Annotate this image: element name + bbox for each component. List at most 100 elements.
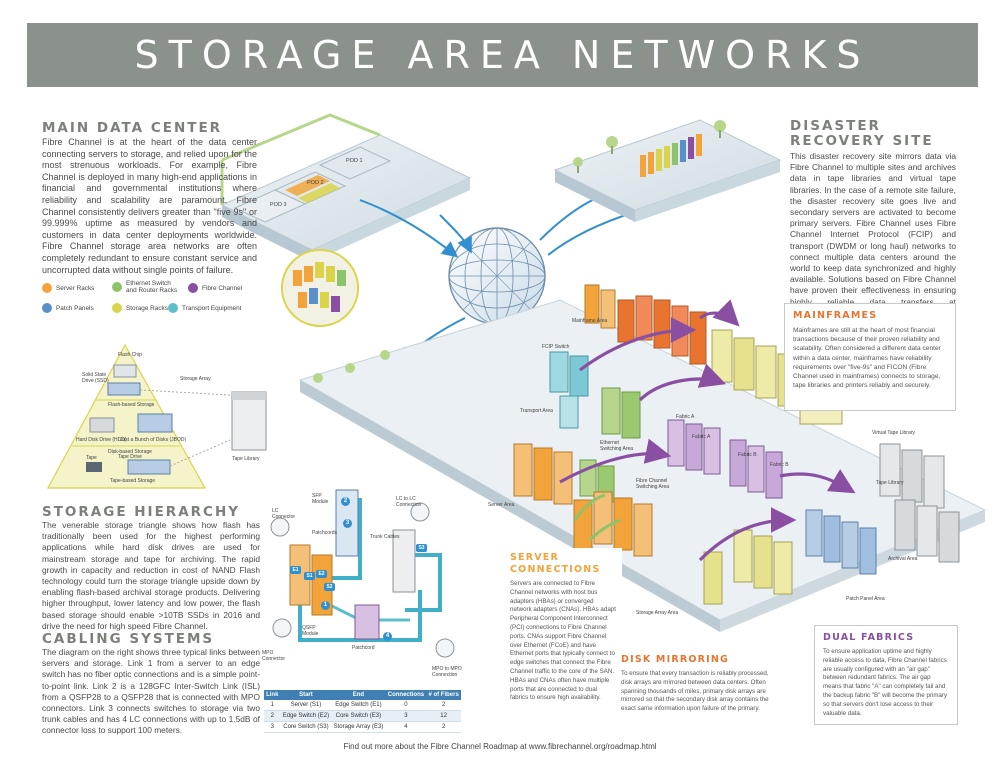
- heading-line: SERVER: [510, 552, 560, 563]
- tape-library-racks: [879, 443, 960, 563]
- patch-panel-racks: [805, 509, 877, 575]
- legend-label: Storage Racks: [126, 304, 168, 312]
- fabric-switch-racks: [667, 419, 783, 499]
- cabling-label: LC Connector: [272, 508, 296, 520]
- legend-swatch: [112, 303, 122, 313]
- main-data-center-floor: [220, 113, 472, 262]
- disk-mirroring-heading: DISK MIRRORING: [621, 654, 730, 665]
- heading-line: DISASTER: [790, 118, 881, 134]
- dual-fabrics-body: To ensure application uptime and highly …: [823, 648, 948, 717]
- scene-label: Ethernet Switching Area: [600, 440, 634, 452]
- cabling-label: Patchcords: [312, 530, 338, 536]
- server-racks-orange: [513, 443, 653, 557]
- pyramid-label: Flash-based Storage: [108, 402, 155, 408]
- scene-label: Transport Area: [520, 408, 553, 414]
- switch-marker: S2: [324, 583, 335, 591]
- pyramid-label: Tape Drive: [118, 454, 142, 460]
- table-row: 1 Server (S1) Edge Switch (E1) 0 2: [264, 700, 461, 711]
- footer-text: Find out more about the Fibre Channel Ro…: [343, 742, 657, 751]
- table-cell: Core Switch (S3): [280, 721, 332, 733]
- legend-label: Transport Equipment: [182, 304, 242, 312]
- pyramid-label: Just a Bunch of Disks (JBOD): [120, 437, 187, 443]
- switch-marker: E1: [290, 566, 301, 574]
- scene-label: Storage Array Area: [636, 610, 679, 616]
- scene-label: Server Area: [488, 502, 515, 508]
- scene-label: Fabric B: [770, 462, 789, 468]
- disaster-recovery-body: This disaster recovery site mirrors data…: [790, 151, 956, 318]
- table-row: 2 Edge Switch (E2) Core Switch (E3) 3 12: [264, 710, 461, 722]
- legend-label: Server Racks: [56, 284, 95, 292]
- cabling-label: Patchcord: [352, 645, 375, 651]
- disk-mirroring-callout: DISK MIRRORING To ensure that every tran…: [615, 652, 783, 730]
- scene-label: FCIP Switch: [542, 344, 570, 350]
- table-cell: 3: [385, 710, 427, 722]
- table-row: 3 Core Switch (S3) Storage Array (E3) 4 …: [264, 721, 461, 733]
- legend-swatch: [42, 283, 52, 293]
- pyramid-label: Disk-based Storage: [108, 449, 152, 455]
- table-cell: 12: [426, 710, 461, 722]
- table-cell: Edge Switch (E1): [331, 700, 386, 711]
- switch-marker: S3: [416, 544, 427, 552]
- mainframes-body: Mainframes are still at the heart of mos…: [793, 327, 941, 390]
- scene-label: Fabric A: [676, 414, 695, 420]
- storage-hierarchy-heading: STORAGE HIERARCHY: [42, 504, 241, 520]
- link-table-header-row: Link Start End Connections # of Fibers: [264, 690, 461, 700]
- disaster-recovery-heading: DISASTER RECOVERY SITE: [790, 119, 934, 149]
- legend-item: Ethernet Switch and Router Racks: [112, 280, 182, 294]
- cabling-label: MPO to MPO Connection: [432, 666, 462, 678]
- cabling-label: MPO Connector: [262, 650, 286, 662]
- table-cell: 2: [426, 721, 461, 733]
- dual-fabrics-heading: DUAL FABRICS: [823, 632, 915, 643]
- server-connection-arrows: [573, 493, 621, 542]
- page-title: STORAGE AREA NETWORKS: [134, 33, 871, 77]
- table-cell: 1: [264, 700, 281, 711]
- heading-line: RECOVERY SITE: [790, 133, 934, 149]
- table-cell: 4: [385, 721, 427, 733]
- legend-swatch: [168, 303, 178, 313]
- storage-hierarchy-body: The venerable storage triangle shows how…: [42, 520, 260, 631]
- server-connections-body: Servers are connected to Fibre Channel n…: [510, 580, 616, 702]
- main-data-center-heading: MAIN DATA CENTER: [42, 120, 223, 136]
- disk-mirroring-body: To ensure that every transaction is reli…: [621, 670, 769, 713]
- rack-zoom-circle: [281, 249, 359, 327]
- scene-label: Archival Area: [888, 556, 918, 562]
- storage-array-area-racks: [703, 529, 793, 605]
- legend-item: Fibre Channel: [188, 283, 242, 293]
- pod-label: POD 1: [346, 158, 363, 164]
- legend-item: Patch Panels: [42, 303, 94, 313]
- legend-item: Storage Racks: [112, 303, 168, 313]
- fibre-channel-arrows: [559, 299, 856, 562]
- pod-label: POD 2: [307, 180, 324, 186]
- pyramid-label: Storage Array: [180, 376, 211, 382]
- cabling-diagram: [270, 489, 455, 658]
- link-marker: 1: [321, 601, 330, 610]
- table-header: # of Fibers: [426, 690, 461, 700]
- mainframes-heading: MAINFRAMES: [793, 310, 878, 321]
- dual-fabrics-callout: DUAL FABRICS To ensure application uptim…: [814, 625, 958, 725]
- server-connections-heading: SERVER CONNECTIONS: [510, 552, 616, 576]
- disaster-recovery-floor: [553, 119, 782, 222]
- pod-label: POD 3: [270, 202, 287, 208]
- mainframes-callout: MAINFRAMES Mainframes are still at the h…: [784, 303, 956, 411]
- scene-label: Virtual Tape Library: [872, 430, 915, 436]
- pyramid-label: Tape Library: [232, 456, 260, 462]
- pyramid-label: Tape: [86, 455, 97, 461]
- cabling-systems-heading: CABLING SYSTEMS: [42, 631, 215, 647]
- scene-label: Tape Library: [876, 480, 904, 486]
- table-header: Start: [280, 690, 332, 700]
- scene-label: Fabric A: [692, 434, 711, 440]
- switch-marker: S1: [304, 572, 315, 580]
- heading-line: CONNECTIONS: [510, 564, 601, 575]
- table-cell: 2: [264, 710, 281, 722]
- legend-label: Fibre Channel: [202, 284, 243, 292]
- table-cell: 3: [264, 721, 281, 733]
- scene-label: Fabric B: [738, 452, 757, 458]
- table-header: Connections: [385, 690, 427, 700]
- cabling-label: SFP Module: [312, 493, 329, 505]
- server-connections-callout: SERVER CONNECTIONS Servers are connected…: [504, 548, 622, 718]
- table-cell: Core Switch (E3): [331, 710, 386, 722]
- legend-item: Transport Equipment: [168, 303, 241, 313]
- pyramid-label: Hard Disk Drive (HDD): [76, 437, 127, 443]
- link-marker: 2: [341, 497, 350, 506]
